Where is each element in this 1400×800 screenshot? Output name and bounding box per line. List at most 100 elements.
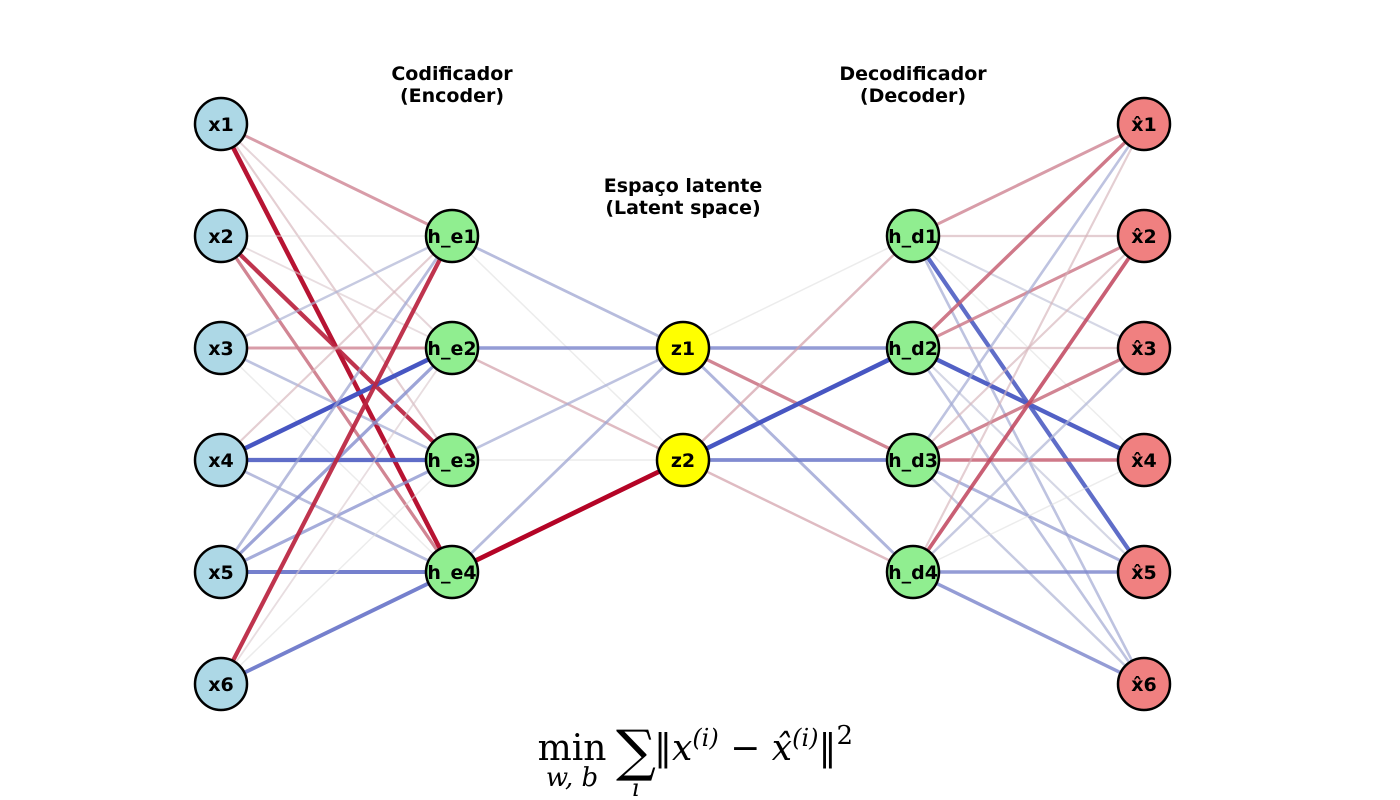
encoder-node-circle — [424, 208, 480, 264]
output-node-circle — [1116, 320, 1172, 376]
decoder-node-1: h_d1 — [885, 208, 941, 264]
output-node-circle — [1116, 544, 1172, 600]
encoder-node-label: h_e4 — [427, 562, 476, 584]
edge-input-6-to-encoder-1 — [218, 233, 455, 687]
output-node-label: x̂6 — [1131, 674, 1156, 696]
encoder-node-circle — [424, 432, 480, 488]
encoder-title-line2: (Encoder) — [400, 85, 504, 107]
formula-subscript: w, b — [546, 763, 598, 793]
edge-latent-2-to-decoder-4 — [681, 458, 915, 574]
output-node-circle — [1116, 432, 1172, 488]
input-node-circle — [193, 544, 249, 600]
edge-encoder-1-to-latent-1 — [450, 234, 685, 350]
edge-decoder-4-to-output-1 — [911, 122, 1146, 574]
encoder-title-line1: Codificador — [391, 63, 513, 85]
output-node-6: x̂6 — [1116, 656, 1172, 712]
encoder-title: Codificador (Encoder) — [391, 63, 513, 107]
decoder-node-circle — [885, 432, 941, 488]
formula-norm-x: ‖x — [654, 728, 692, 769]
edge-input-3-to-encoder-1 — [219, 234, 454, 350]
formula-minus-xhat: − x̂ — [719, 728, 792, 769]
edge-input-5-to-encoder-1 — [219, 234, 454, 574]
decoder-node-circle — [885, 320, 941, 376]
input-node-6: x6 — [193, 656, 249, 712]
formula-sum-index: i — [632, 774, 640, 800]
output-node-circle — [1116, 96, 1172, 152]
decoder-node-circle — [885, 544, 941, 600]
network-nodes: x1x2x3x4x5x6h_e1h_e2h_e3h_e4z1z2h_d1h_d2… — [193, 96, 1172, 712]
encoder-node-4: h_e4 — [424, 544, 480, 600]
latent-node-1: z1 — [655, 320, 711, 376]
edge-decoder-4-to-output-4 — [912, 459, 1145, 573]
output-node-circle — [1116, 208, 1172, 264]
edge-decoder-4-to-output-2 — [911, 234, 1146, 574]
input-node-label: x4 — [208, 450, 233, 472]
edge-input-6-to-encoder-2 — [220, 347, 453, 685]
latent-node-2: z2 — [655, 432, 711, 488]
input-node-3: x3 — [193, 320, 249, 376]
edge-decoder-1-to-output-1 — [911, 122, 1146, 238]
input-node-2: x2 — [193, 208, 249, 264]
input-node-label: x3 — [208, 338, 233, 360]
encoder-node-3: h_e3 — [424, 432, 480, 488]
edge-latent-2-to-decoder-2 — [680, 345, 916, 463]
output-node-label: x̂4 — [1131, 450, 1156, 472]
decoder-title-line1: Decodificador — [839, 63, 987, 85]
encoder-node-2: h_e2 — [424, 320, 480, 376]
decoder-node-circle — [885, 208, 941, 264]
decoder-node-label: h_d2 — [888, 338, 938, 360]
latent-node-circle — [655, 320, 711, 376]
input-node-circle — [193, 656, 249, 712]
edge-encoder-4-to-latent-2 — [449, 457, 686, 575]
input-node-1: x1 — [193, 96, 249, 152]
formula-sum: ∑ — [616, 719, 656, 784]
latent-title: Espaço latente (Latent space) — [604, 175, 762, 219]
edge-input-4-to-encoder-1 — [219, 234, 454, 462]
decoder-node-label: h_d3 — [888, 450, 938, 472]
edge-decoder-4-to-output-6 — [911, 570, 1146, 686]
encoder-node-circle — [424, 544, 480, 600]
latent-node-label: z1 — [671, 338, 695, 360]
encoder-node-label: h_e2 — [427, 338, 476, 360]
edge-decoder-4-to-output-3 — [911, 346, 1146, 574]
input-node-4: x4 — [193, 432, 249, 488]
output-node-5: x̂5 — [1116, 544, 1172, 600]
formula-min: min — [538, 728, 607, 769]
edge-input-1-to-encoder-1 — [219, 122, 454, 238]
output-node-4: x̂4 — [1116, 432, 1172, 488]
decoder-title: Decodificador (Decoder) — [839, 63, 987, 107]
input-node-label: x2 — [208, 226, 233, 248]
edge-input-6-to-encoder-3 — [220, 459, 453, 685]
decoder-node-label: h_d1 — [888, 226, 938, 248]
edge-decoder-3-to-output-1 — [911, 122, 1146, 462]
formula-superscript-1: (i) — [692, 724, 718, 752]
formula-norm-close: ‖ — [818, 728, 836, 769]
input-node-circle — [193, 432, 249, 488]
edge-encoder-3-to-latent-1 — [450, 346, 685, 462]
decoder-node-label: h_d4 — [888, 562, 938, 584]
output-node-label: x̂1 — [1131, 114, 1156, 136]
decoder-node-4: h_d4 — [885, 544, 941, 600]
output-node-label: x̂5 — [1131, 562, 1156, 584]
edge-input-6-to-encoder-4 — [219, 570, 454, 686]
latent-title-line2: (Latent space) — [605, 197, 760, 219]
encoder-node-1: h_e1 — [424, 208, 480, 264]
output-node-3: x̂3 — [1116, 320, 1172, 376]
output-node-1: x̂1 — [1116, 96, 1172, 152]
output-node-circle — [1116, 656, 1172, 712]
decoder-node-2: h_d2 — [885, 320, 941, 376]
latent-node-label: z2 — [671, 450, 695, 472]
formula-superscript-2: (i) — [792, 724, 818, 752]
formula-power: 2 — [836, 721, 853, 751]
output-node-label: x̂3 — [1131, 338, 1156, 360]
decoder-title-line2: (Decoder) — [860, 85, 966, 107]
latent-node-circle — [655, 432, 711, 488]
encoder-node-label: h_e3 — [427, 450, 476, 472]
edge-latent-1-to-decoder-1 — [682, 235, 914, 349]
input-node-circle — [193, 208, 249, 264]
decoder-node-3: h_d3 — [885, 432, 941, 488]
input-node-label: x6 — [208, 674, 233, 696]
input-node-circle — [193, 96, 249, 152]
edge-latent-2-to-decoder-1 — [681, 234, 915, 462]
